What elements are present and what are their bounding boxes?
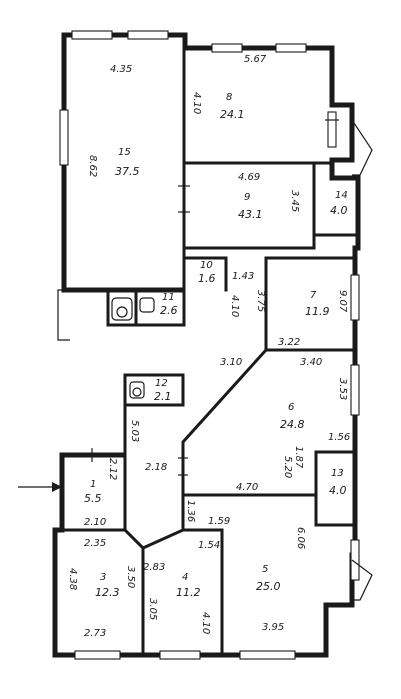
room-area: 4.0 [329,484,347,497]
dimension-label: 1.54 [198,540,220,551]
room-area: 25.0 [256,580,281,593]
dimension-label: 2.83 [143,562,165,573]
room-area: 24.1 [220,108,245,121]
window-north-3 [211,43,243,53]
dimension-labels: 4.35 5.67 8.62 4.10 4.69 3.45 1.43 4.10 … [67,54,350,639]
room-number: 10 [200,260,213,271]
room-area: 37.5 [115,165,140,178]
balcony-step-west [57,289,70,341]
dimension-label: 2.10 [84,517,106,528]
room-number: 1 [90,479,96,490]
window-north-4 [275,43,307,53]
room-number: 8 [226,92,232,103]
dimension-label: 6.06 [295,527,306,549]
toilet-bowl-room-12 [132,387,142,397]
dimension-label: 3.45 [289,190,300,212]
balcony-bay-east-lower [351,559,373,601]
dimension-label: 3.95 [262,622,284,633]
exterior-walls [52,32,361,658]
dimension-label: 2.35 [84,538,106,549]
room-area: 24.8 [280,418,305,431]
window-east-3 [350,364,360,416]
wall-10 [182,256,228,292]
wall-6-west [181,347,269,497]
room-area: 5.5 [84,492,102,505]
window-north-2 [127,30,169,40]
dimension-label: 4.35 [110,64,132,75]
dimension-label: 8.62 [87,155,98,177]
fixtures [111,297,155,399]
room-area: 12.3 [95,586,120,599]
dimension-label: 2.12 [107,458,118,480]
wall-11 [106,288,186,327]
window-east-2 [350,274,360,321]
window-west-1 [59,109,69,166]
dimension-label: 4.70 [236,482,258,493]
dimension-label: 3.10 [220,357,242,368]
room-area: 2.6 [160,304,178,317]
dimension-label: 1.56 [328,432,350,443]
sink-room-11 [139,297,155,313]
window-south-3 [239,650,296,660]
dimension-label: 9.07 [337,290,348,313]
room-area: 11.9 [305,305,330,318]
dimension-label: 5.67 [244,54,267,65]
room-area: 2.1 [154,390,172,403]
dimension-label: 4.10 [191,92,202,114]
room-area: 11.2 [176,586,201,599]
dimension-label: 3.05 [147,598,158,620]
window-east-1 [327,111,337,148]
window-east-4 [350,539,360,581]
dimension-label: 2.73 [84,628,106,639]
room-number: 9 [244,192,250,203]
exterior-wall-north [61,32,335,108]
balconies [57,119,373,601]
dimension-label: 2.18 [145,462,167,473]
room-number: 13 [331,468,344,479]
room-number: 14 [335,190,348,201]
balcony-bay-east-upper [351,119,373,176]
dimension-label: 3.22 [278,337,300,348]
exterior-wall-west-lower [52,452,65,658]
toilet-bowl-room-11 [116,306,128,318]
window-north-1 [71,30,113,40]
dimension-label: 1.59 [208,516,230,527]
dimension-label: 1.43 [232,271,254,282]
room-number: 15 [118,147,131,158]
room-number: 6 [288,402,294,413]
dimension-label: 3.40 [300,357,322,368]
dimension-label: 3.75 [255,290,266,312]
wall-13 [314,450,357,527]
interior-walls [60,46,360,657]
dimension-label: 4.38 [67,568,78,590]
window-south-1 [74,650,121,660]
room-number: 7 [310,290,317,301]
room-number: 4 [182,572,188,583]
dimension-label: 5.03 [129,420,140,442]
room-number: 3 [100,572,106,583]
dimension-label: 1.87 [293,446,304,469]
dimension-label: 3.53 [337,378,348,400]
dimension-label: 3.50 [125,566,136,588]
windows [59,30,360,660]
exterior-wall-east-upper [329,102,361,608]
room-area: 43.1 [238,208,263,221]
dimension-label: 4.10 [229,295,240,317]
entrance-arrow-icon [18,482,62,492]
room-number: 11 [162,292,175,303]
room-number: 5 [262,564,268,575]
dimension-label: 1.36 [185,500,196,522]
dimension-label: 5.20 [282,456,293,478]
dimension-label: 4.10 [200,612,211,634]
room-area: 4.0 [330,204,348,217]
dimension-label: 4.69 [238,172,260,183]
wall-1-east [123,453,146,551]
room-number: 12 [155,378,168,389]
measure-ticks [91,119,339,476]
room-area: 1.6 [198,272,216,285]
room-labels: 15 37.5 8 24.1 9 43.1 14 4.0 10 1.6 11 2… [84,92,348,599]
wall-12 [123,373,185,457]
window-south-2 [159,650,201,660]
